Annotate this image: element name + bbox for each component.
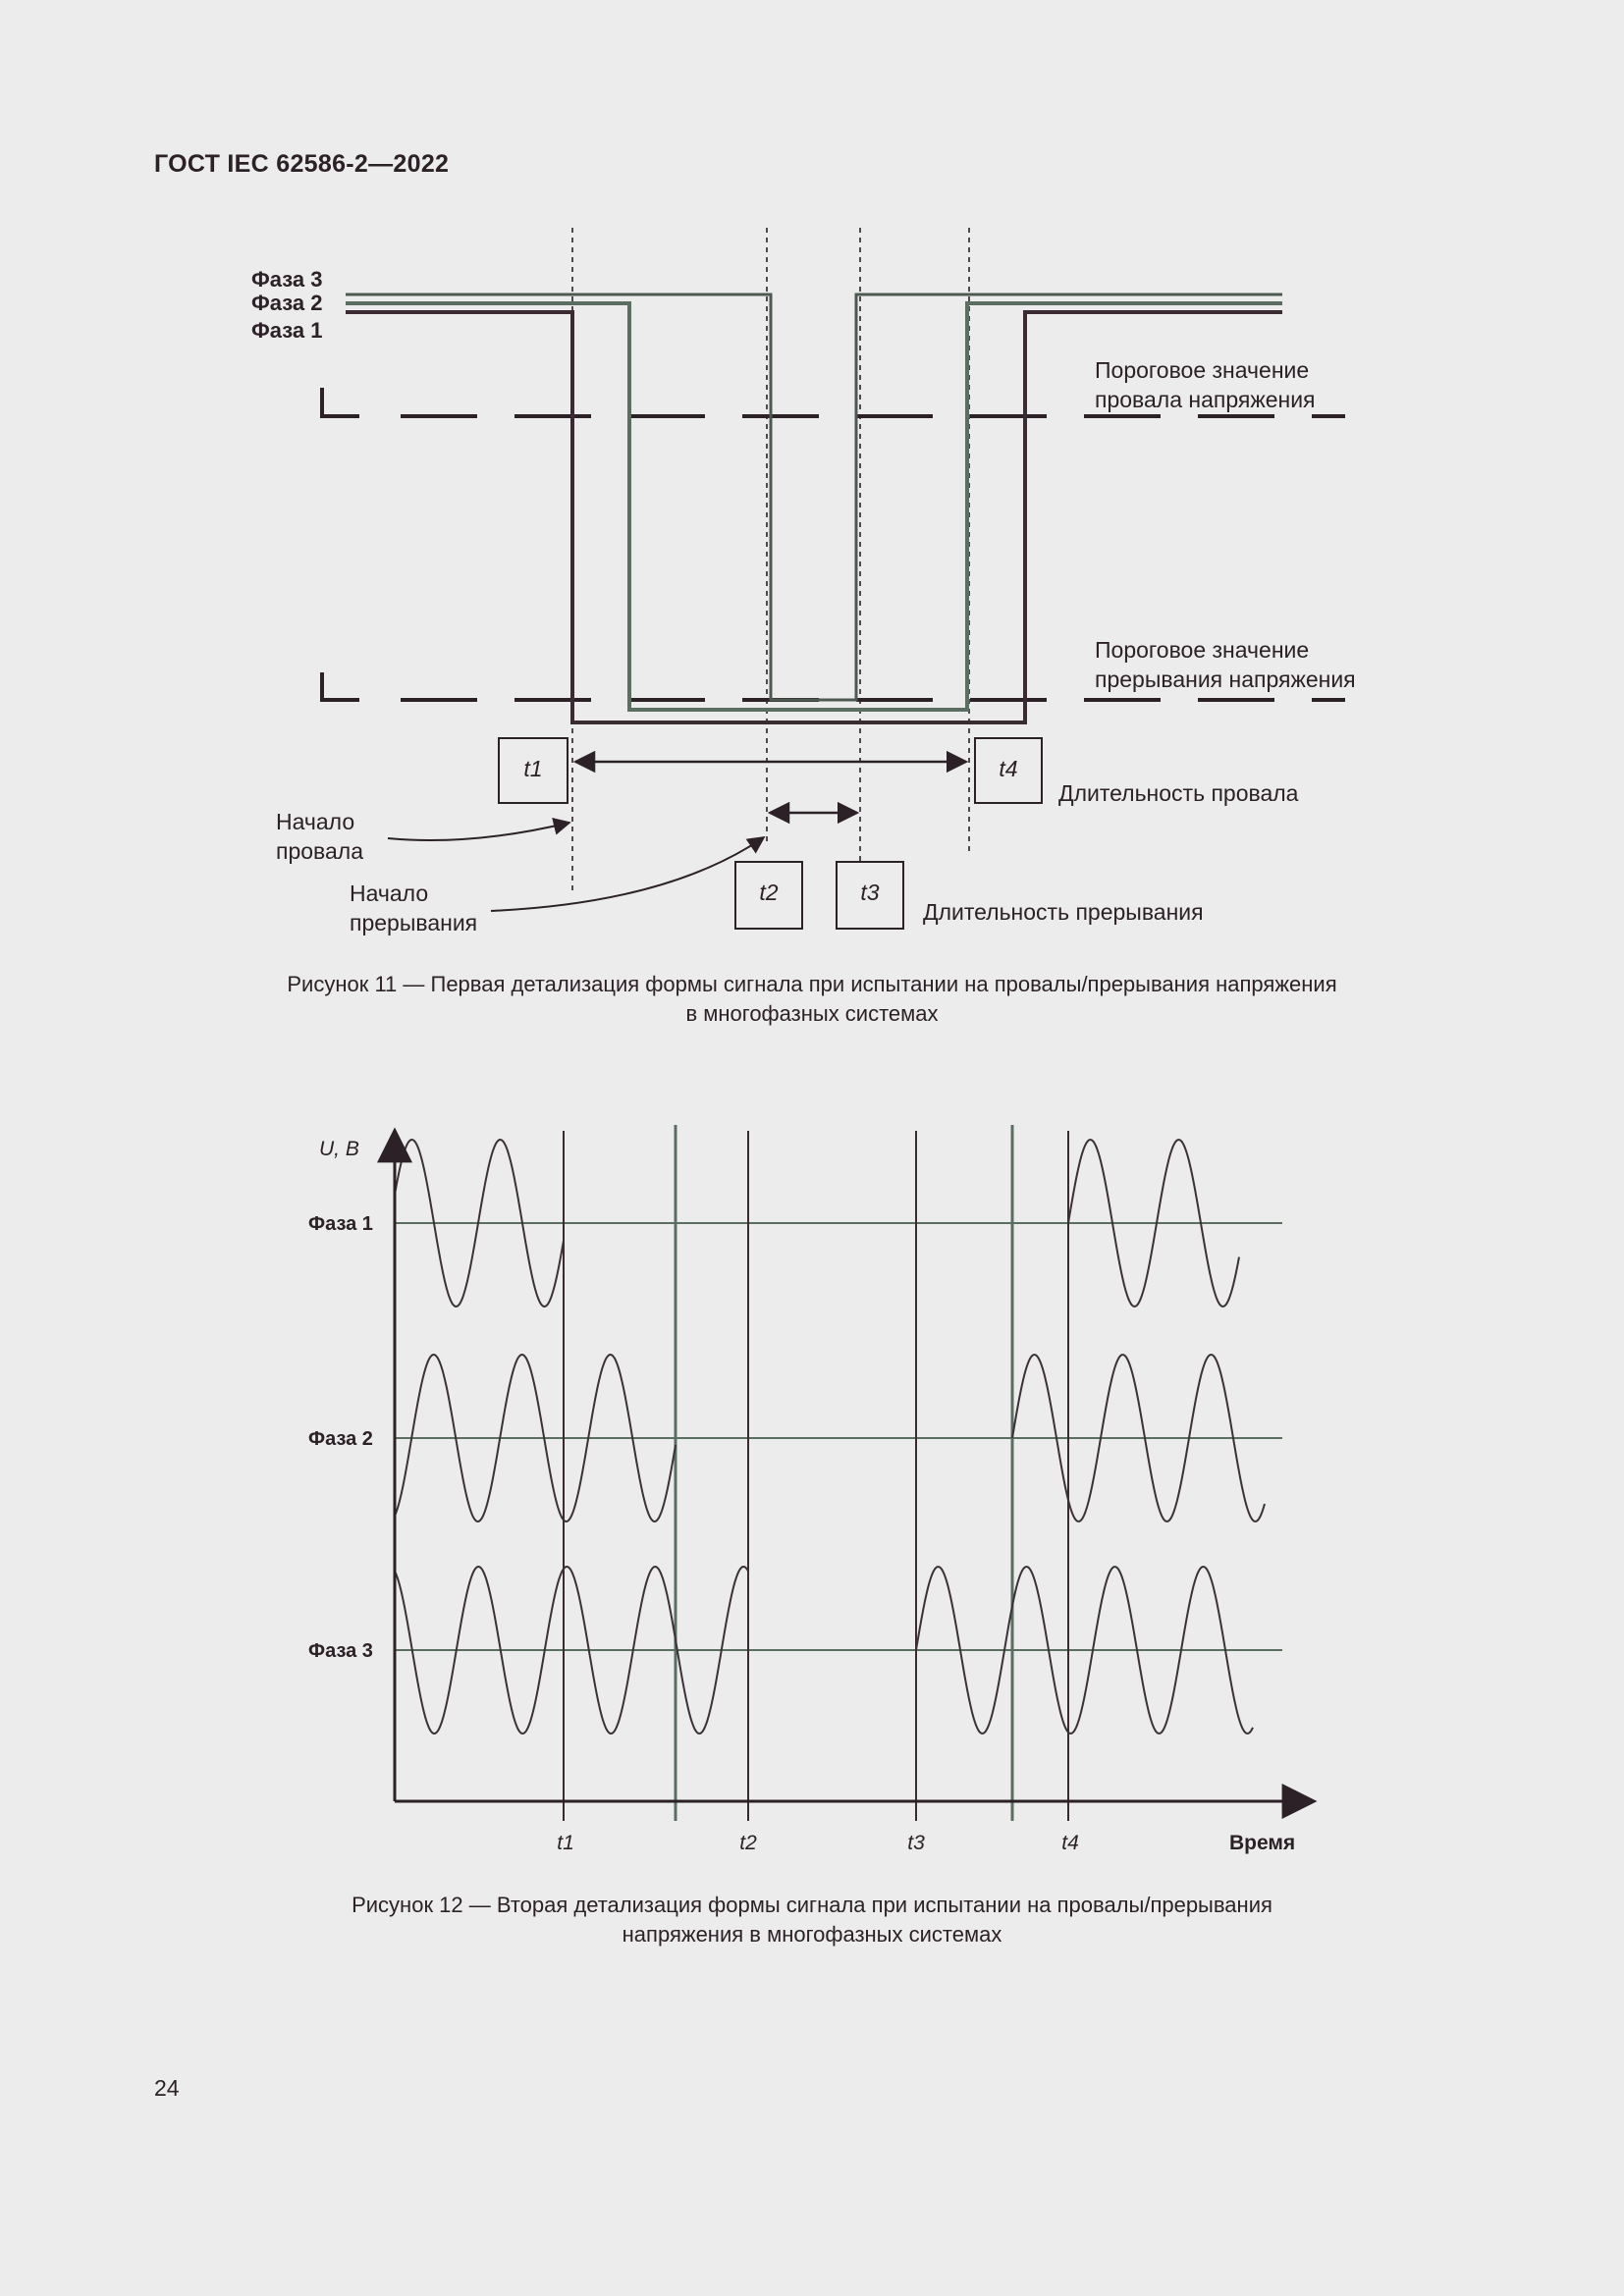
- x-axis-label: Время: [1229, 1832, 1295, 1854]
- phase-3-label: Фаза 3: [308, 1640, 373, 1662]
- t3-box: [836, 861, 904, 930]
- t3-label: t3: [860, 880, 879, 905]
- t2-label: t2: [759, 880, 778, 905]
- phase-3-label: Фаза 3: [251, 267, 323, 292]
- figure-11-caption: Рисунок 11 — Первая детализация формы си…: [0, 970, 1624, 1029]
- t4-label: t4: [1061, 1832, 1079, 1854]
- page-number: 24: [154, 2075, 180, 2101]
- interrupt-threshold-label-line1: Пороговое значение: [1095, 637, 1309, 663]
- t3-label: t3: [907, 1832, 925, 1854]
- figure-11-caption-line2: в многофазных системах: [685, 1001, 939, 1026]
- t4-label: t4: [999, 756, 1017, 781]
- t2-box: [734, 861, 803, 930]
- dip-start-pointer: [387, 818, 571, 841]
- phase-1-label: Фаза 1: [251, 318, 323, 343]
- t4-box: [974, 737, 1043, 804]
- figure-12-caption: Рисунок 12 — Вторая детализация формы си…: [0, 1891, 1624, 1949]
- interrupt-start-label-line1: Начало: [350, 881, 428, 906]
- threshold-lines: [320, 388, 1345, 702]
- figure-11-caption-line1: Рисунок 11 — Первая детализация формы си…: [287, 972, 1337, 996]
- phase-1-trace: [346, 310, 1282, 724]
- t1-label: t1: [523, 756, 542, 781]
- t2-label: t2: [739, 1832, 757, 1854]
- interrupt-start-label-line2: прерывания: [350, 910, 477, 935]
- dip-start-label-line1: Начало: [276, 809, 354, 834]
- dip-threshold-label-line1: Пороговое значение: [1095, 357, 1309, 383]
- phase-2-trace: [346, 301, 1282, 712]
- phase-3-waveform: [394, 1565, 1254, 1735]
- figure-12-diagram: U, В Фаза 1 Фаза 2 Фаза 3 t1 t2 t3 t4 Вр…: [308, 1125, 1318, 1854]
- figure-11: Фаза 3 Фаза 2 Фаза 1 Пороговое значение …: [0, 216, 1624, 962]
- figure-12-caption-line1: Рисунок 12 — Вторая детализация формы си…: [352, 1893, 1272, 1917]
- dip-start-label-line2: провала: [276, 838, 363, 864]
- phase-1-waveform: [394, 1138, 1240, 1308]
- figure-12: U, В Фаза 1 Фаза 2 Фаза 3 t1 t2 t3 t4 Вр…: [0, 1119, 1624, 1875]
- phase-2-label: Фаза 2: [308, 1428, 373, 1450]
- figure-11-diagram: Фаза 3 Фаза 2 Фаза 1 Пороговое значение …: [251, 228, 1356, 935]
- interrupt-threshold-label-line2: прерывания напряжения: [1095, 667, 1356, 692]
- interrupt-duration-label: Длительность прерывания: [923, 899, 1204, 925]
- t1-label: t1: [557, 1832, 574, 1854]
- dip-duration-label: Длительность провала: [1058, 780, 1299, 806]
- y-axis-label: U, В: [319, 1138, 359, 1160]
- interrupt-start-pointer: [490, 835, 766, 912]
- phase-2-label: Фаза 2: [251, 291, 323, 315]
- t1-box: [498, 737, 568, 804]
- phase-3-trace: [346, 293, 1282, 702]
- document-header: ГОСТ IEC 62586-2—2022: [154, 150, 450, 178]
- dip-threshold-label-line2: провала напряжения: [1095, 387, 1316, 412]
- figure-12-caption-line2: напряжения в многофазных системах: [622, 1922, 1002, 1947]
- phase-baselines: [395, 1222, 1282, 1651]
- phase-2-waveform: [394, 1353, 1266, 1523]
- phase-boundary-lines: [674, 1125, 1014, 1821]
- phase-1-label: Фаза 1: [308, 1213, 373, 1235]
